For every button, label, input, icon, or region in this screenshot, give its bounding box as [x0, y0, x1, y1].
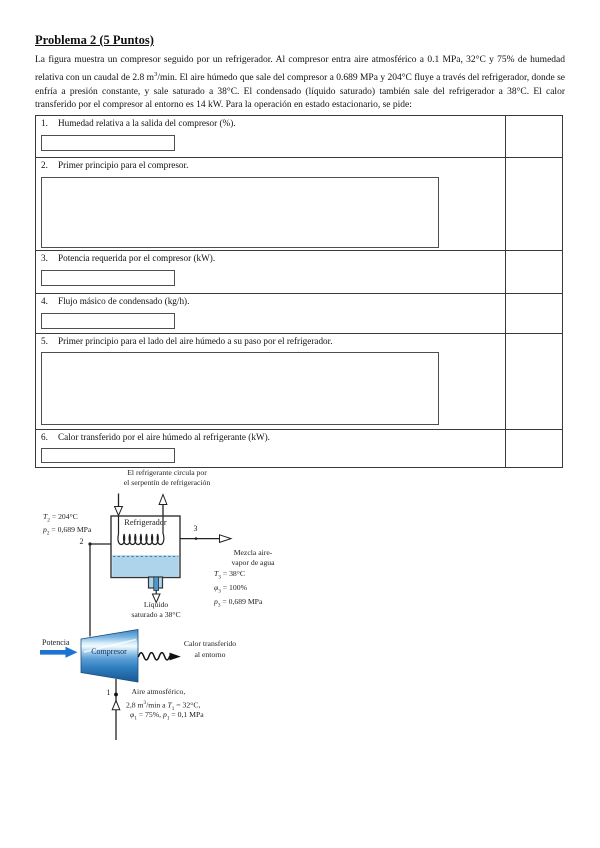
- score-cell: [505, 333, 563, 430]
- inlet-pipe: [111, 679, 121, 740]
- state2-number: 2: [79, 536, 84, 546]
- state3-labels: T3 = 38°C φ3 = 100% p3 = 0,689 MPa: [214, 569, 263, 609]
- questions-table: 1.Humedad relativa a la salida del compr…: [35, 115, 563, 468]
- compressor-label: Compresor: [91, 646, 127, 656]
- table-row: 2.Primer principio para el compresor.: [35, 157, 563, 251]
- answer-box-2[interactable]: [41, 176, 439, 248]
- power-arrow-icon: [40, 646, 78, 658]
- condensate-arrow: [151, 590, 161, 604]
- question-label: 5.Primer principio para el lado del aire…: [41, 336, 333, 346]
- table-row: 4.Flujo másico de condensado (kg/h).: [35, 293, 563, 334]
- state2-pipe: [88, 542, 112, 637]
- state3-arrow: [180, 534, 233, 544]
- answer-box-1[interactable]: [41, 134, 175, 151]
- question-label: 2.Primer principio para el compresor.: [41, 160, 189, 170]
- mixture-label: Mezcla aire- vapor de agua: [231, 547, 275, 567]
- refrigerant-in-pipe: [113, 493, 124, 517]
- problem-statement: La figura muestra un compresor seguido p…: [35, 55, 565, 111]
- inlet-label-line3: φ1 = 75%, p1 = 0,1 MPa: [130, 709, 204, 722]
- score-cell: [505, 250, 563, 294]
- condensate-label: Líquido saturado a 38°C: [131, 599, 181, 619]
- table-row: 5.Primer principio para el lado del aire…: [35, 333, 563, 430]
- compressor-shape: [80, 629, 139, 683]
- heat-wave-arrow: [137, 651, 181, 661]
- heat-label: Calor transferido al entorno: [183, 638, 237, 660]
- answer-box-6[interactable]: [41, 447, 175, 463]
- power-label: Potencia: [42, 637, 70, 647]
- refrigerant-out-pipe: [158, 493, 168, 516]
- score-cell: [505, 293, 563, 334]
- cooling-coil-icon: [117, 533, 165, 546]
- answer-box-4[interactable]: [41, 312, 175, 329]
- inlet-label-line2: 2,8 m3/min a T1 = 32°C,: [126, 699, 201, 712]
- drain-funnel: [147, 576, 164, 591]
- question-label: 3.Potencia requerida por el compresor (k…: [41, 253, 216, 263]
- answer-box-5[interactable]: [41, 351, 439, 425]
- state3-number: 3: [193, 524, 198, 533]
- score-cell: [505, 429, 563, 468]
- answer-box-3[interactable]: [41, 269, 175, 286]
- question-label: 1.Humedad relativa a la salida del compr…: [41, 118, 236, 128]
- table-row: 6.Calor transferido por el aire húmedo a…: [35, 429, 563, 468]
- question-label: 6.Calor transferido por el aire húmedo a…: [41, 432, 270, 442]
- coil-caption: El refrigerante circula por el serpentín…: [123, 467, 211, 487]
- question-label: 4.Flujo másico de condensado (kg/h).: [41, 296, 190, 306]
- condensate-liquid: [112, 555, 179, 577]
- refrigerator-label: Refrigerador: [124, 517, 167, 527]
- page-title: Problema 2 (5 Puntos): [35, 33, 154, 47]
- state1-number: 1: [106, 688, 111, 697]
- inlet-label-line1: Aire atmosférico,: [131, 686, 186, 696]
- state2-labels: T2 = 204°C p2 = 0,689 MPa: [43, 511, 92, 537]
